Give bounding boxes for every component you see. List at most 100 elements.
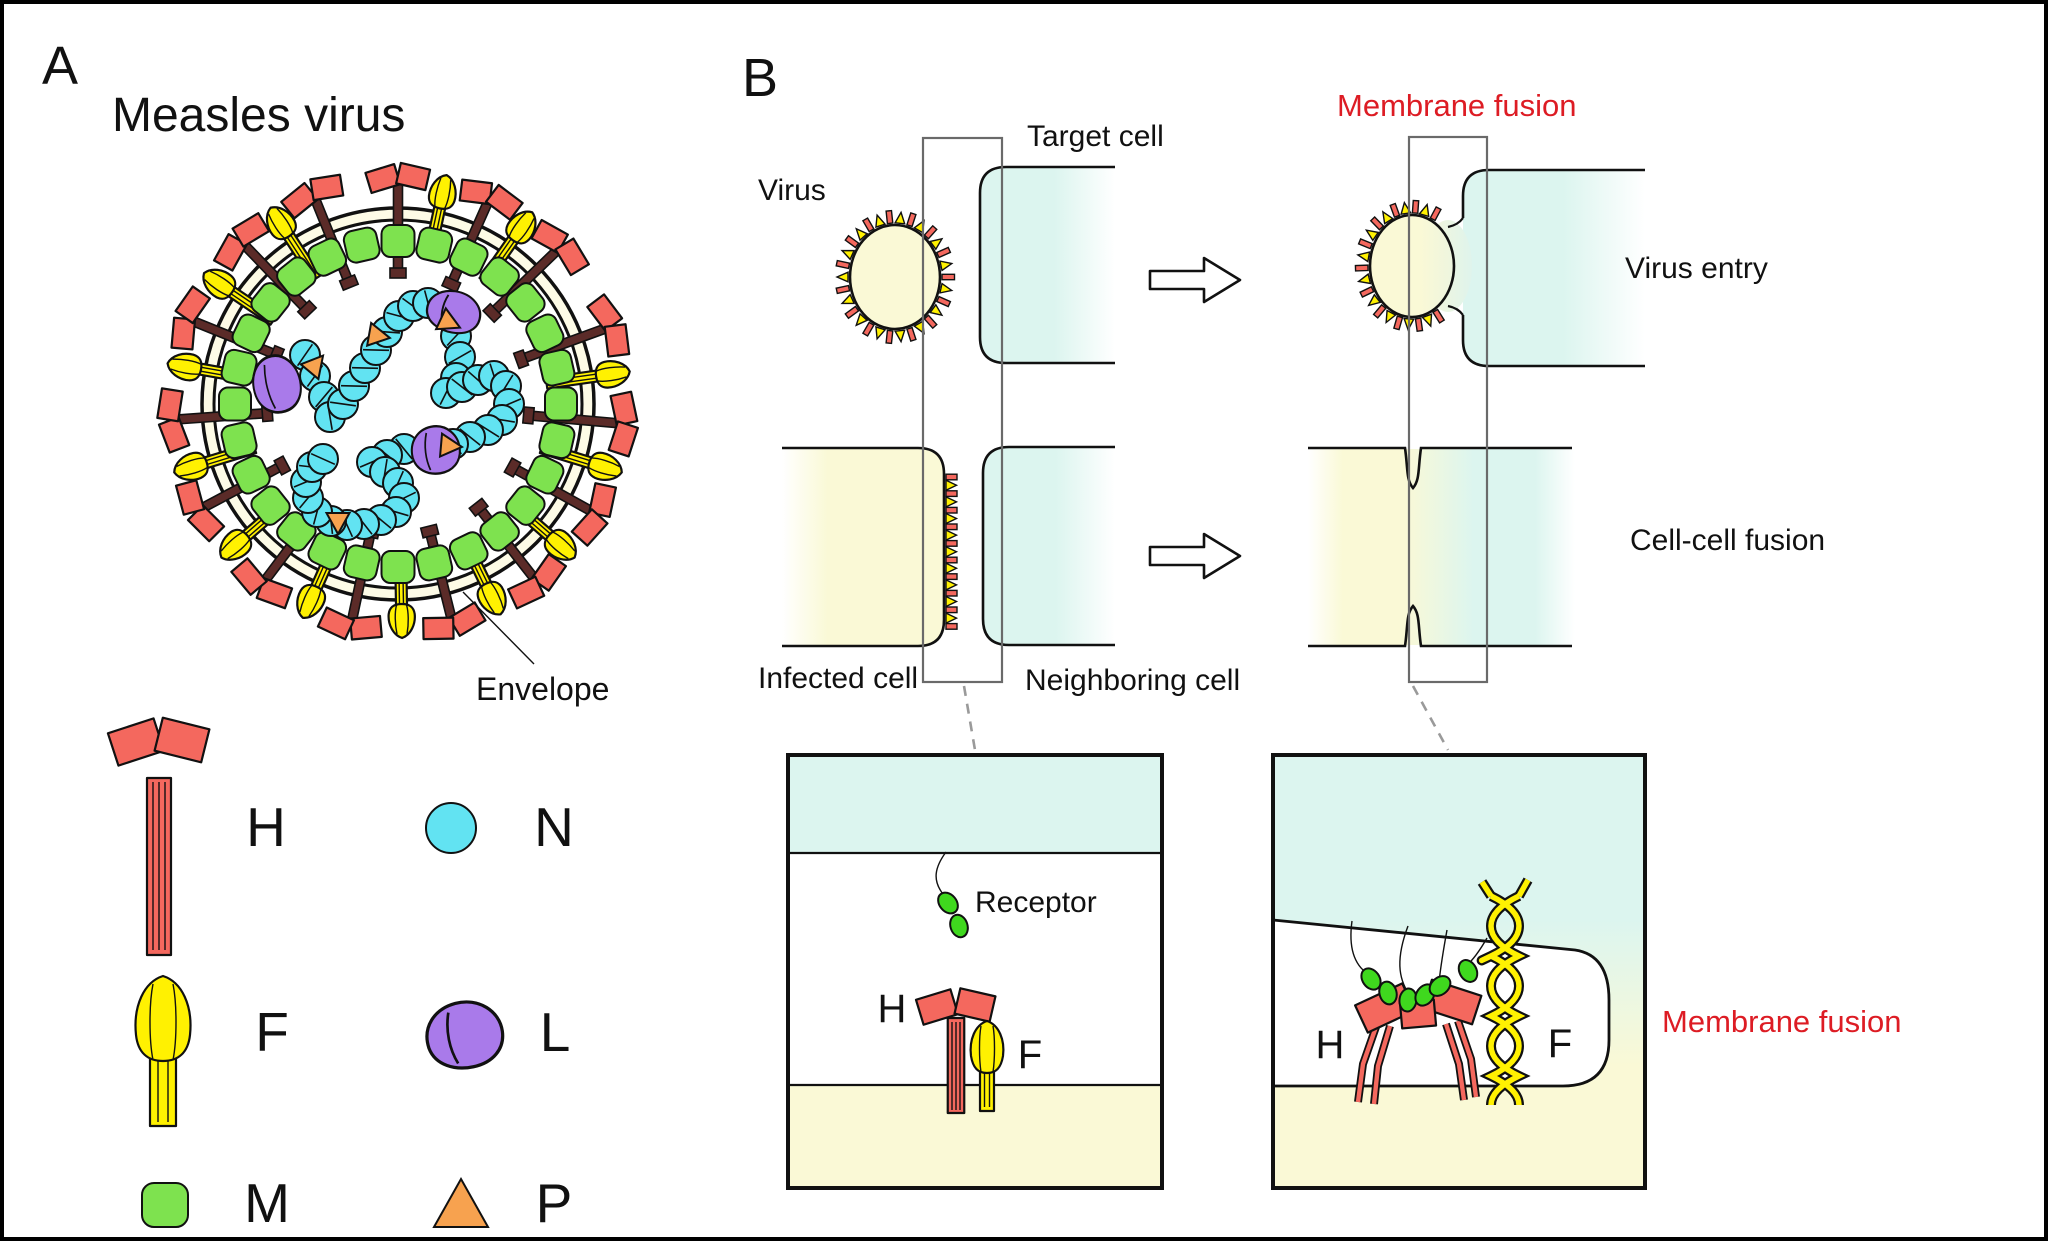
panel-a-title: Measles virus [112,89,405,142]
viral-membrane-band [790,1086,1160,1186]
h-spike-small [945,606,958,614]
f-spike-small [945,611,959,625]
neighboring-cell-label: Neighboring cell [1025,664,1240,697]
h-spike-small [1429,205,1442,222]
h-spike-small [941,273,956,281]
h-spike-small [945,589,958,597]
f-spike-small [1385,309,1397,325]
m-protein [220,421,258,460]
m-protein-ring [218,224,578,584]
zoom-box-right [1407,135,1489,684]
h-spike-small [1389,202,1401,219]
h-spike-small [945,556,958,564]
target-cell-membrane-band [790,757,1160,852]
h-spike-small [1411,199,1420,215]
virus-spikes [1354,199,1446,333]
virus-entry-label: Virus entry [1625,252,1768,285]
panel-a: A Measles virus Envelope [42,36,643,1234]
h-spike-small [906,326,917,343]
f-spike-small [855,312,869,327]
envelope-pointer-line [462,591,535,665]
h-spike-small [945,490,958,498]
membrane-fusion-top-label: Membrane fusion [1337,88,1577,123]
virus-label: Virus [758,174,826,207]
h-spike-small [923,224,938,240]
panel-a-label: A [42,36,78,96]
envelope-label: Envelope [476,671,609,707]
h-spike-small [885,209,894,225]
f-spike-small [945,595,959,608]
f-spike-small [1356,272,1372,285]
target-cell [978,165,1115,365]
h-spike-small [835,284,851,295]
inset-connector-left [962,685,977,751]
m-protein [505,282,546,323]
f-spike-small [1421,313,1433,328]
inset2-h-label: H [1316,1023,1345,1067]
fusion-neck-bottom [1447,304,1464,316]
m-protein [448,531,489,571]
membrane-fusion-bottom-label: Membrane fusion [1662,1004,1902,1039]
fused-membrane-top [1308,446,1572,490]
inset-membrane-fusion: H F [1271,753,1647,1190]
legend-label-f: F [255,1001,289,1063]
h-spike-small [935,246,952,259]
legend-symbol-n [425,802,477,854]
h-spike-small [1359,285,1375,299]
h-spike-small [1392,315,1404,331]
receptor-stalk [935,851,947,895]
m-protein [538,348,576,387]
panel-b-label: B [742,48,778,108]
f-spike-small [945,578,959,592]
m-protein [250,485,291,526]
f-spike-small [939,260,954,272]
legend-symbol-h [106,716,211,957]
f-spike-small [835,271,849,283]
f-protein-six-helix-bundle [1476,877,1533,1106]
target-cell-label: Target cell [1027,120,1164,153]
f-spike-small [855,227,869,242]
h-spike-small [1432,308,1446,324]
h-spike-small [945,539,958,547]
legend-label-m: M [244,1172,290,1234]
m-protein [538,421,576,460]
cell-cell-fusion-label: Cell-cell fusion [1630,524,1825,557]
f-spike-small [840,293,856,305]
h-spike-small [885,329,894,345]
h-spike-small [945,473,958,481]
h-spike-small [835,259,851,270]
f-spike-small [939,282,954,294]
m-protein [380,550,416,584]
m-protein [479,256,520,297]
virus-particle-fusing [1354,199,1464,333]
f-spike-small [1381,210,1395,225]
m-protein [380,224,416,258]
h-spike-small [861,217,875,233]
virus-spikes [835,209,956,345]
neighboring-cell [981,445,1115,647]
m-protein [231,454,271,495]
legend-symbol-p [432,1176,490,1228]
f-spike-small [1356,251,1371,263]
f-spike-small [945,512,959,525]
inset-connector-right [1411,685,1450,751]
m-protein [479,511,520,552]
infected-cell-surface-spikes [945,473,959,630]
legend-label-h: H [246,796,286,858]
fusion-neck-top [1447,217,1464,229]
inset-f-label: F [1018,1033,1042,1077]
h-spike-small [1372,303,1387,319]
h-spike-small [1369,216,1385,231]
f-spike-small [1364,229,1380,242]
virus-particle [835,209,956,345]
f-spike-small [893,210,906,225]
f-spike-small [875,325,887,341]
zoom-box-left [921,136,1004,684]
h-spike-small [844,305,860,320]
h-spike-small [923,314,938,330]
legend-label-p: P [536,1172,573,1234]
m-protein [415,544,454,582]
m-protein [505,485,546,526]
m-protein [544,386,578,422]
